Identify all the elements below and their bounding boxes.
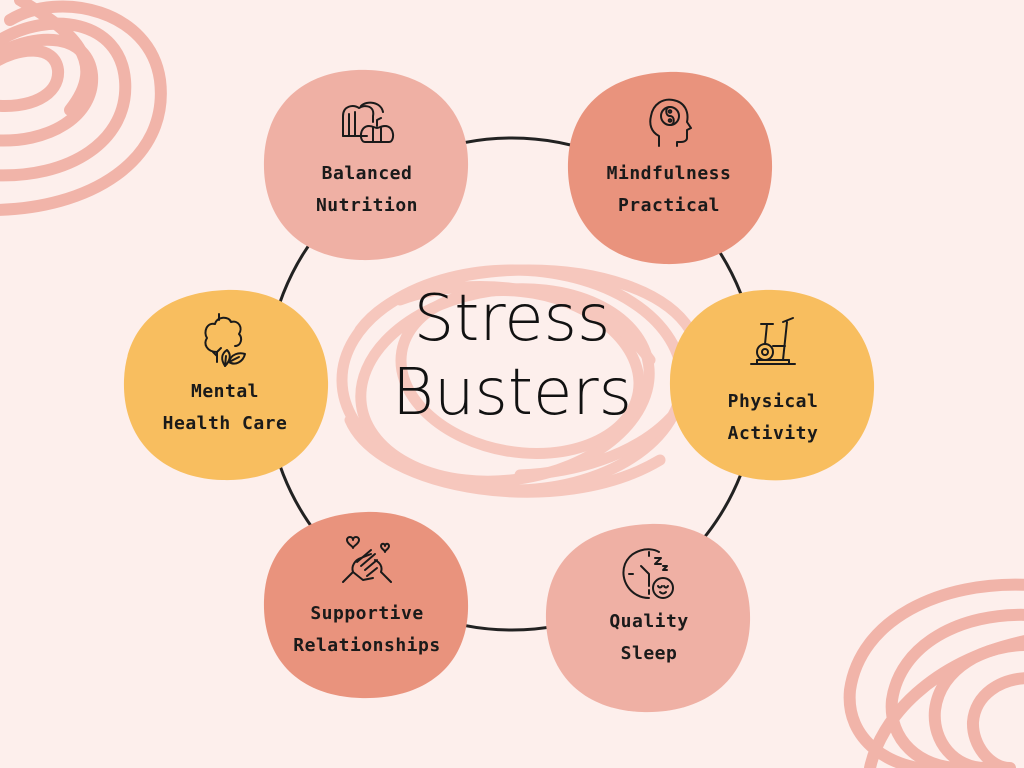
- head-yin-yang-icon: [649, 98, 692, 147]
- scribble-top-left: [0, 0, 167, 216]
- node-supportive-relationships: Supportive Relationships: [262, 520, 472, 700]
- node-label-line-2: Activity: [727, 423, 819, 444]
- node-label-line-1: Balanced: [321, 163, 413, 184]
- title-line-2: Busters: [392, 356, 632, 430]
- node-mindfulness-practical: Mindfulness Practical: [564, 80, 774, 260]
- holding-hands-hearts-icon: [342, 536, 392, 583]
- node-quality-sleep: Quality Sleep: [544, 532, 754, 712]
- node-label-line-2: Health Care: [162, 413, 288, 434]
- node-label-line-1: Physical: [727, 391, 819, 412]
- node-label-line-1: Mental: [190, 381, 260, 402]
- node-blob-supportive-relationships: [263, 511, 469, 699]
- clock-sleep-icon: [622, 548, 674, 599]
- node-label-line-2: Sleep: [620, 643, 678, 664]
- node-blob-balanced-nutrition: [263, 69, 469, 261]
- exercise-bike-icon: [750, 317, 796, 365]
- node-physical-activity: Physical Activity: [668, 298, 878, 478]
- node-blob-mindfulness-practical: [567, 71, 773, 265]
- tree-leaves-icon: [204, 313, 246, 367]
- node-balanced-nutrition: Balanced Nutrition: [262, 80, 472, 260]
- title-line-1: Stress: [413, 282, 611, 356]
- node-label-line-2: Practical: [617, 195, 721, 216]
- node-label-line-2: Nutrition: [315, 195, 419, 216]
- node-mental-health-care: Mental Health Care: [120, 298, 330, 478]
- node-label-line-1: Supportive: [310, 603, 424, 624]
- node-blob-physical-activity: [669, 289, 875, 481]
- node-label-line-1: Quality: [609, 611, 689, 632]
- node-blob-quality-sleep: [545, 523, 751, 713]
- diagram-title: Stress Busters: [362, 282, 662, 430]
- bread-pumpkin-icon: [342, 101, 395, 143]
- scribble-center: [336, 264, 702, 498]
- node-label-line-2: Relationships: [293, 635, 441, 656]
- node-label-line-1: Mindfulness: [606, 163, 732, 184]
- scribble-bottom-right: [843, 578, 1024, 768]
- node-blob-mental-health-care: [123, 289, 329, 481]
